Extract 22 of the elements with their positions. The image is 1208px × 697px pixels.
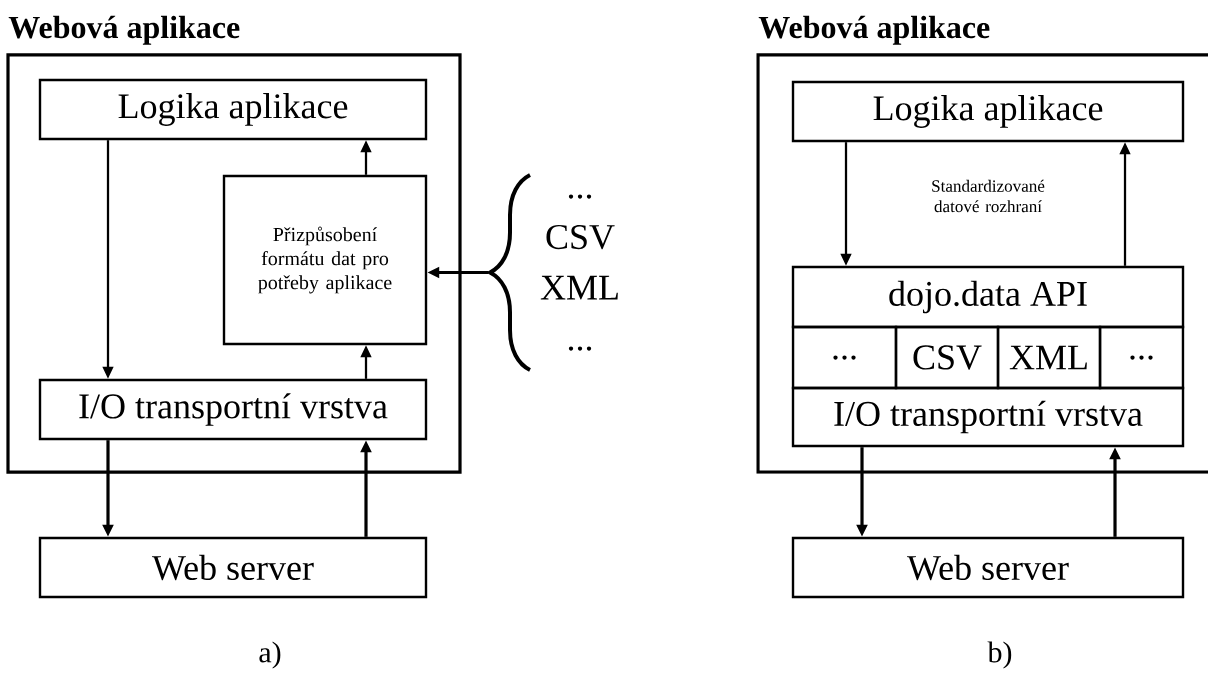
box: CSV	[894, 325, 1000, 390]
node-label: ...	[568, 194, 592, 199]
box: Logika aplikace	[791, 80, 1185, 143]
box: ...	[791, 325, 898, 390]
box: Přizpůsobení formátu dat pro potřeby aplikace	[222, 174, 428, 346]
box: Web server	[38, 536, 428, 599]
box: XML	[996, 325, 1102, 390]
frame-heading: Webová aplikace	[8, 15, 240, 45]
box: I/O transportní vrstva	[791, 386, 1185, 448]
panel-label: a)	[259, 641, 281, 669]
box: dojo.data API	[791, 265, 1185, 329]
interface-note: Standardizované datové rozhraní	[932, 179, 1045, 213]
node-label: XML	[540, 275, 618, 300]
box: I/O transportní vrstva	[38, 378, 428, 441]
node-label: CSV	[546, 224, 615, 250]
node-label: ...	[568, 346, 592, 351]
box: ...	[1098, 325, 1185, 390]
format-list: ... CSV XML ...	[540, 194, 618, 351]
box: Logika aplikace	[38, 78, 428, 141]
box: Web server	[791, 536, 1185, 599]
panel-label: b)	[987, 641, 1012, 669]
frame-heading: Webová aplikace	[758, 15, 990, 45]
